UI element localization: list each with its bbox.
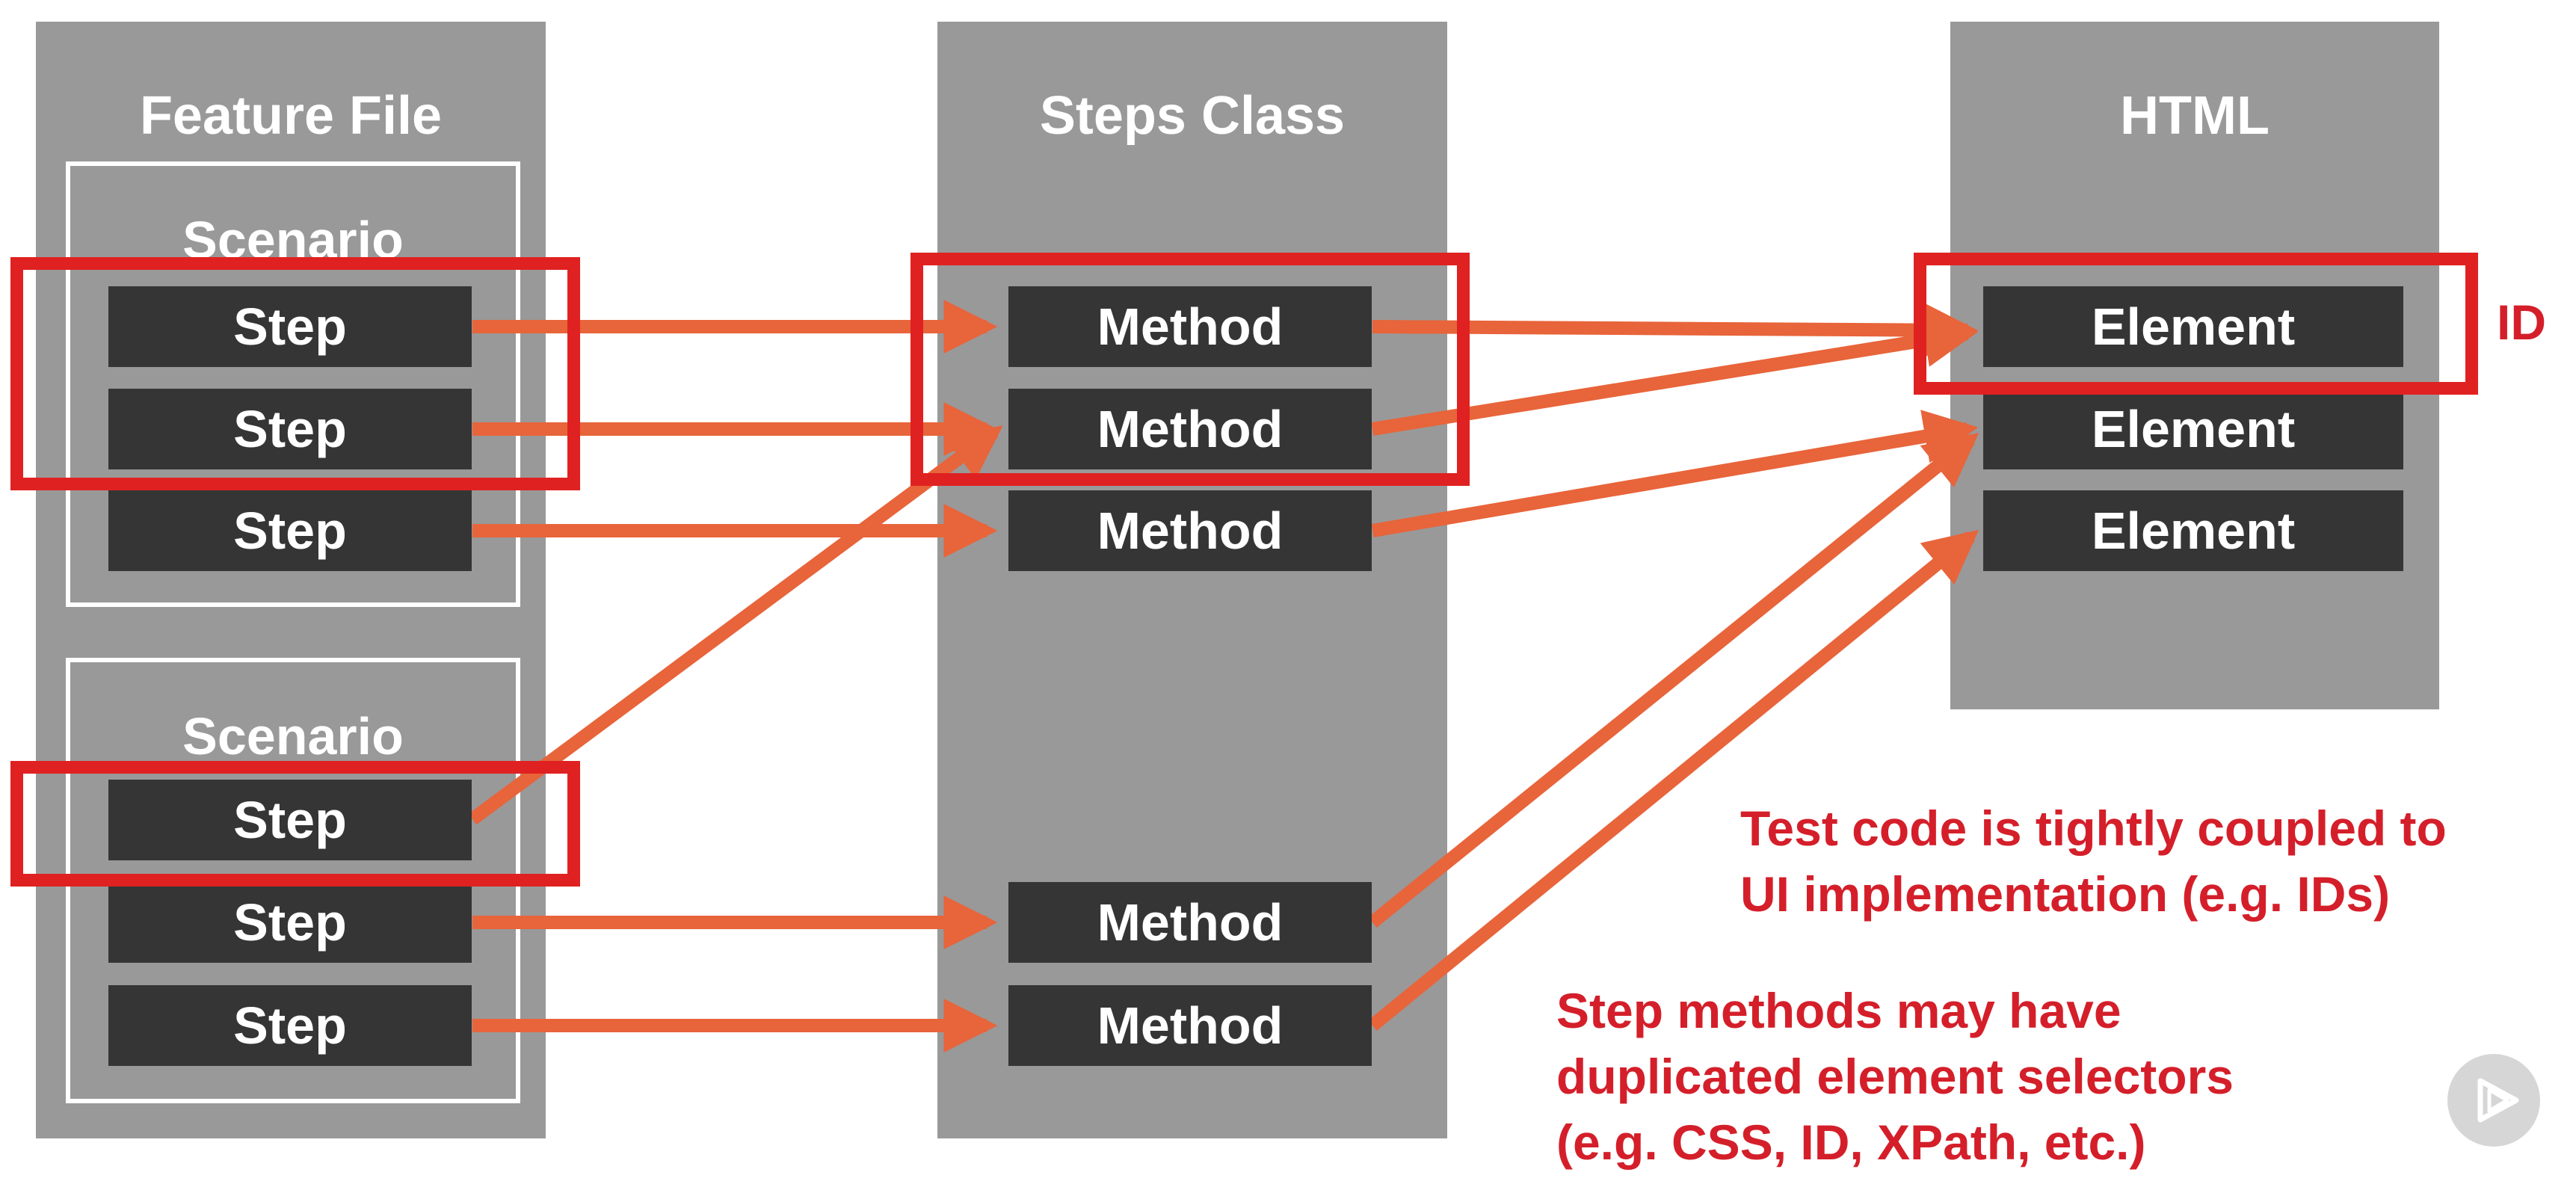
html-title: HTML	[2120, 86, 2270, 146]
element-box: Element	[1983, 490, 2403, 571]
steps-class-title: Steps Class	[1039, 86, 1346, 146]
step-box: Step	[108, 985, 472, 1066]
method-box: Method	[1008, 490, 1372, 571]
arrow-method5-element3	[1368, 529, 1979, 1031]
highlight-element-id	[1914, 253, 2478, 395]
highlight-steps-scenario1	[10, 257, 580, 490]
feature-file-title: Feature File	[139, 86, 443, 146]
element-box: Element	[1983, 286, 2403, 367]
arrow-method3-element2	[1371, 410, 1979, 537]
step-box: Step	[108, 490, 472, 571]
step-box: Step	[108, 780, 472, 860]
coupling-note: Test code is tightly coupled to UI imple…	[1740, 795, 2447, 927]
highlight-step-scenario2	[10, 761, 580, 887]
method-box: Method	[1008, 389, 1372, 469]
arrow-method4-element2	[1368, 432, 1979, 928]
play-icon	[2477, 1078, 2519, 1123]
duplicates-note-line-3: (e.g. CSS, ID, XPath, etc.)	[1556, 1115, 2146, 1170]
id-label: ID	[2497, 295, 2546, 350]
arrow-method2-element1	[1371, 313, 1979, 436]
highlight-methods	[910, 253, 1470, 486]
scenario-2-title: Scenario	[182, 707, 404, 765]
method-box: Method	[1008, 985, 1372, 1066]
coupling-note-line-2: UI implementation (e.g. IDs)	[1740, 866, 2391, 922]
duplicates-note-line-2: duplicated element selectors	[1556, 1049, 2234, 1104]
duplicates-note-line-1: Step methods may have	[1556, 983, 2121, 1038]
step-box: Step	[108, 286, 472, 367]
step-box: Step	[108, 882, 472, 963]
arrow-method1-element1	[1372, 303, 1979, 357]
coupling-note-line-1: Test code is tightly coupled to	[1740, 801, 2447, 856]
method-box: Method	[1008, 286, 1372, 367]
arrow-step4-method2	[468, 425, 1003, 825]
element-box: Element	[1983, 389, 2403, 469]
duplicates-note: Step methods may have duplicated element…	[1556, 978, 2234, 1175]
play-button[interactable]	[2447, 1054, 2540, 1147]
method-box: Method	[1008, 882, 1372, 963]
step-box: Step	[108, 389, 472, 469]
